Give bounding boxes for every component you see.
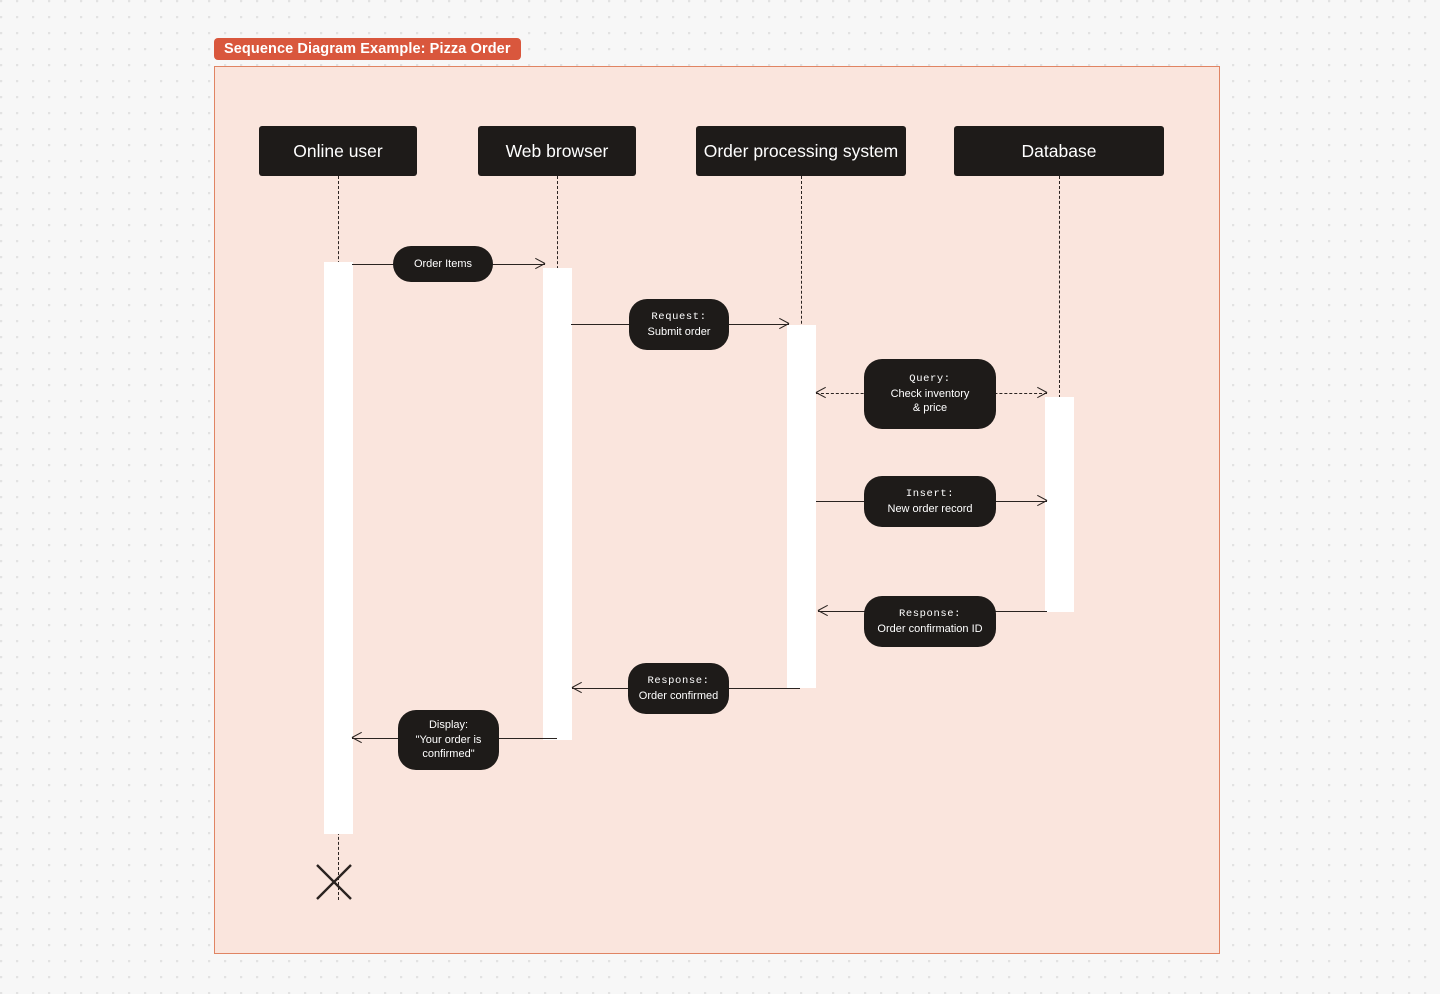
participant-system[interactable]: Order processing system [696,126,906,176]
message-label-line: confirmed" [422,748,475,761]
message-label-line: New order record [887,502,973,515]
message-label-line: Display: [428,719,469,732]
message-label-m4[interactable]: Insert: New order record [864,476,996,527]
activation-bar-database[interactable] [1045,397,1074,612]
destroy-marker-user [316,864,352,900]
message-label-line: Response: [898,608,962,620]
message-label-m5[interactable]: Response: Order confirmation ID [864,596,996,647]
arrowhead-m2 [778,318,790,330]
arrowhead-m3-return [816,387,828,399]
message-label-line: Order confirmation ID [877,622,983,635]
participant-label: Database [1021,140,1097,161]
lifeline-database [1059,176,1060,612]
message-label-line: Query: [909,373,951,386]
message-label-line: & price [912,402,948,415]
message-label-line: "Your order is [415,733,482,746]
arrowhead-m7 [352,732,364,744]
activation-bar-system[interactable] [787,325,816,688]
arrowhead-m3 [1036,387,1048,399]
message-label-line: Request: [651,311,707,323]
message-label-m6[interactable]: Response: Order confirmed [628,663,729,714]
message-label-m2[interactable]: Request: Submit order [629,299,729,350]
message-label-m3[interactable]: Query:Check inventory & price [864,359,996,429]
arrowhead-m6 [572,682,584,694]
participant-label: Web browser [505,140,609,161]
message-label-line: Response: [647,675,710,687]
participant-database[interactable]: Database [954,126,1164,176]
arrowhead-m5 [818,605,830,617]
message-label-line: Order Items [413,257,473,270]
message-label-m1[interactable]: Order Items [393,246,493,282]
message-label-line: Insert: [905,488,955,500]
arrowhead-m4 [1036,495,1048,507]
activation-bar-user[interactable] [324,262,353,834]
participant-label: Order processing system [703,140,899,161]
message-label-line: Check inventory [890,387,970,400]
message-label-line: Order confirmed [638,689,719,702]
participant-user[interactable]: Online user [259,126,417,176]
participant-browser[interactable]: Web browser [478,126,636,176]
diagram-title: Sequence Diagram Example: Pizza Order [214,38,521,60]
message-label-line: Submit order [647,325,711,338]
message-label-m7[interactable]: Display:"Your order is confirmed" [398,710,499,770]
arrowhead-m1 [534,258,546,270]
participant-label: Online user [293,140,383,161]
activation-bar-browser[interactable] [543,268,572,740]
